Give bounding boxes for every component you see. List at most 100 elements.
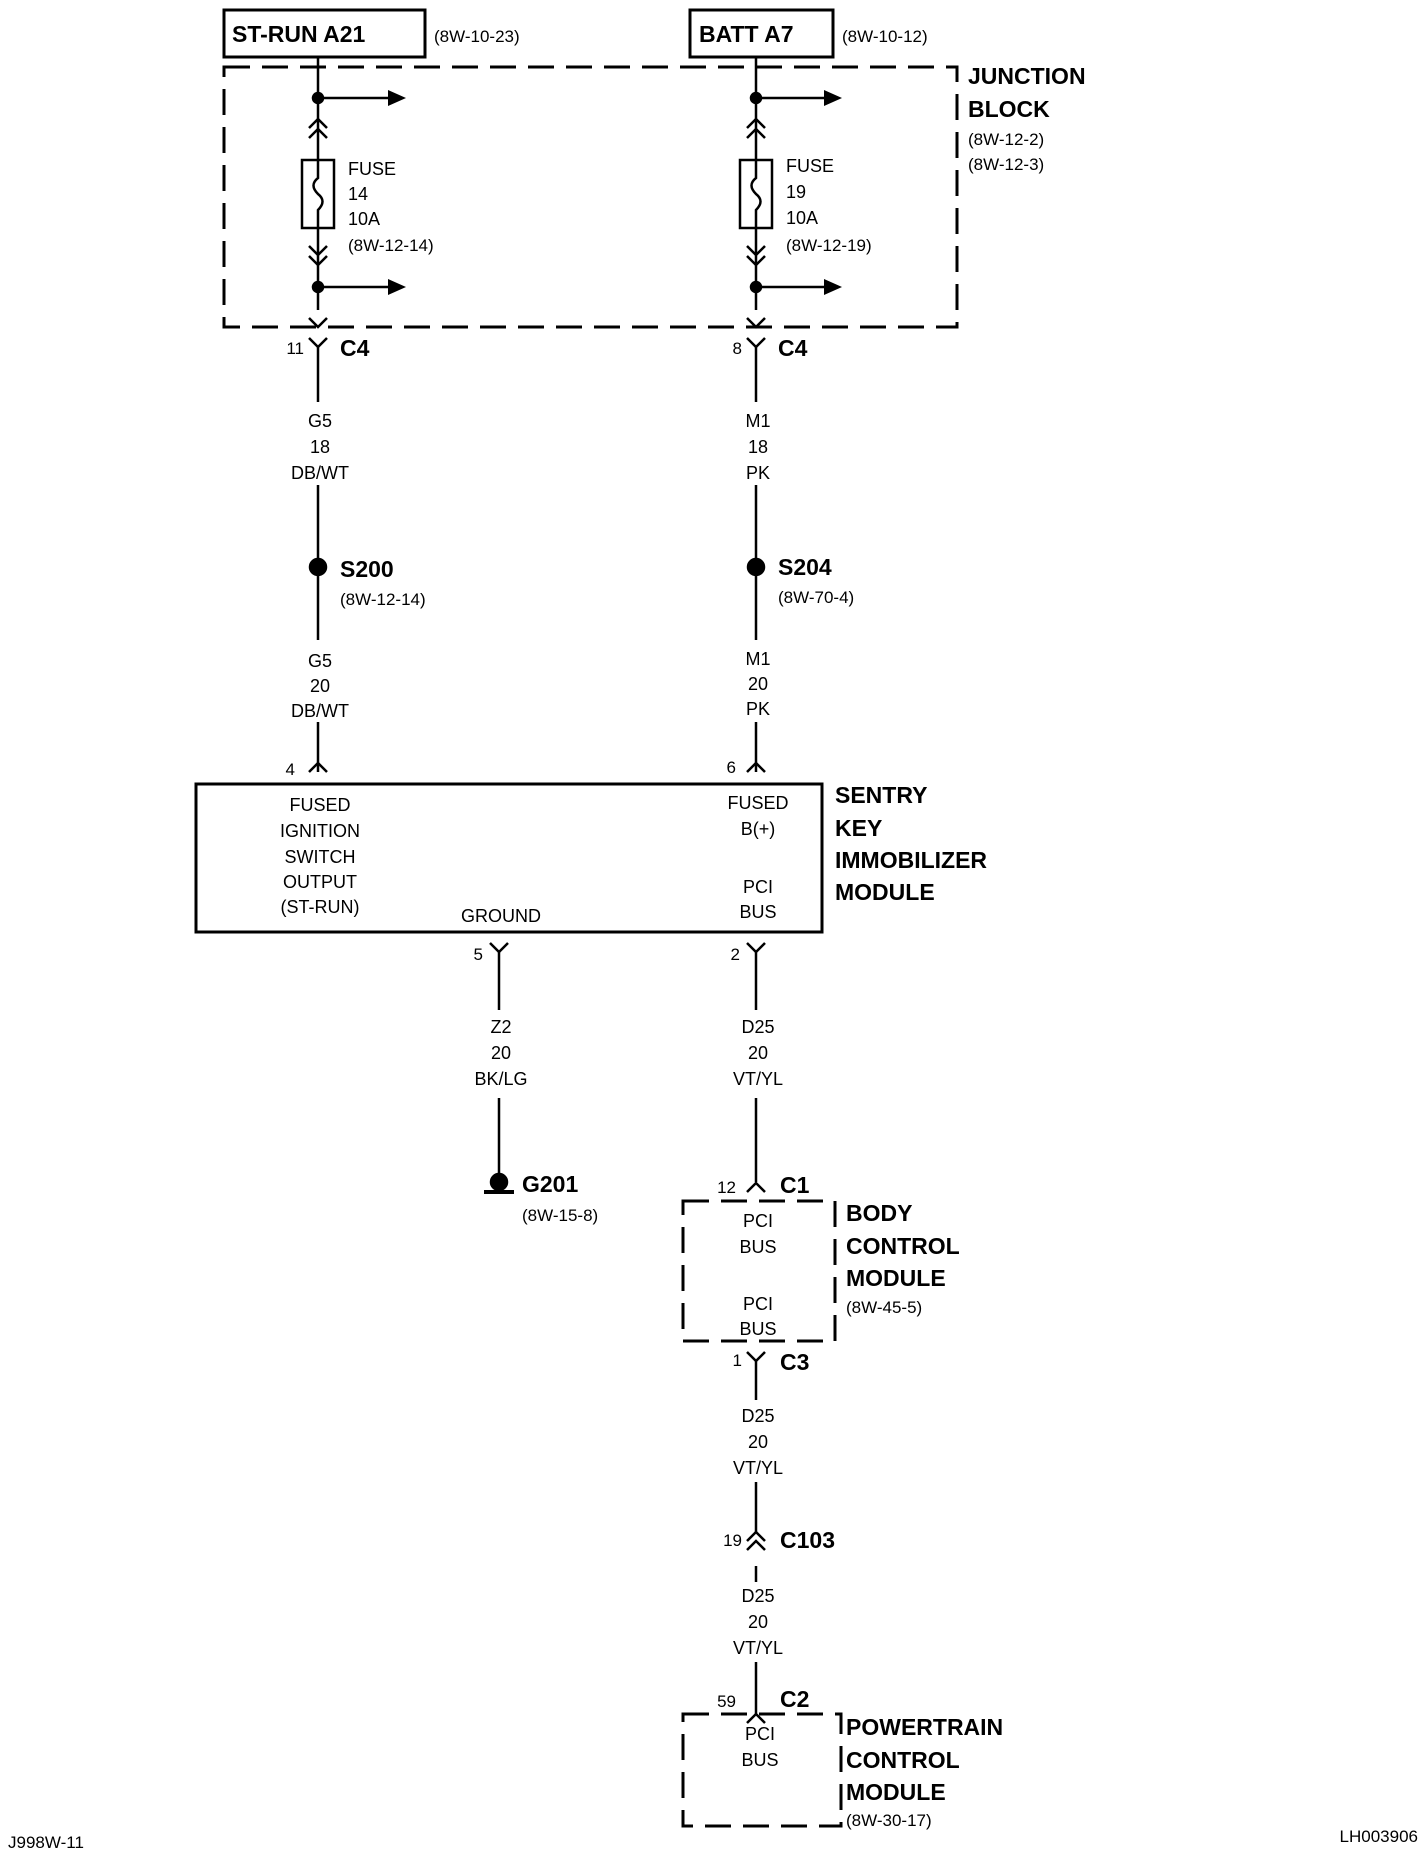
bcm-pin-12: 12 bbox=[717, 1178, 736, 1197]
splice-s200-dot bbox=[308, 557, 328, 577]
wire-m1-18-circuit: M1 bbox=[745, 411, 770, 431]
bcm-name-2: CONTROL bbox=[846, 1233, 960, 1259]
ground-g201-name: G201 bbox=[522, 1171, 578, 1197]
wire-g5-20-gauge: 20 bbox=[310, 676, 330, 696]
c103-pin: 19 bbox=[723, 1531, 742, 1550]
wire-d25-b-gauge: 20 bbox=[748, 1432, 768, 1452]
skim-fis-5: (ST-RUN) bbox=[281, 897, 360, 917]
wire-g5-18-color: DB/WT bbox=[291, 463, 349, 483]
wire-m1-20-gauge: 20 bbox=[748, 674, 768, 694]
skim-pci-2: BUS bbox=[739, 902, 776, 922]
c4-left-name: C4 bbox=[340, 335, 370, 361]
pcm-outline bbox=[681, 1712, 843, 1828]
arrow-icon bbox=[824, 90, 842, 106]
c103-name: C103 bbox=[780, 1527, 835, 1553]
batt-a7-label: BATT A7 bbox=[699, 21, 794, 47]
skim-name-2: KEY bbox=[835, 815, 882, 841]
st-run-source-box bbox=[222, 8, 427, 59]
arrow-icon bbox=[388, 279, 406, 295]
wire-z2-color: BK/LG bbox=[474, 1069, 527, 1089]
bcm-pci-a-1: PCI bbox=[743, 1211, 773, 1231]
wire-m1-18-gauge: 18 bbox=[748, 437, 768, 457]
bcm-pin-1: 1 bbox=[733, 1351, 742, 1370]
junction-block-title-2: BLOCK bbox=[968, 96, 1050, 122]
wire-d25-c-circuit: D25 bbox=[741, 1586, 774, 1606]
skim-module-box bbox=[194, 782, 824, 934]
wire-d25-c-color: VT/YL bbox=[733, 1638, 783, 1658]
skim-pin-4: 4 bbox=[286, 760, 295, 779]
arrow-icon bbox=[824, 279, 842, 295]
fuse-14-label-3: 10A bbox=[348, 209, 380, 229]
fuse-19-label-3: 10A bbox=[786, 208, 818, 228]
wire-g5-20-circuit: G5 bbox=[308, 651, 332, 671]
wire-g5-18-circuit: G5 bbox=[308, 411, 332, 431]
bcm-ref: (8W-45-5) bbox=[846, 1298, 922, 1317]
fuse-14-label-1: FUSE bbox=[348, 159, 396, 179]
bcm-conn-c1: C1 bbox=[780, 1172, 810, 1198]
wire-d25-c-gauge: 20 bbox=[748, 1612, 768, 1632]
skim-pci-1: PCI bbox=[743, 877, 773, 897]
c4-left-pin: 11 bbox=[286, 339, 304, 358]
bcm-pci-b-1: PCI bbox=[743, 1294, 773, 1314]
wire-g5-18-gauge: 18 bbox=[310, 437, 330, 457]
c4-right-name: C4 bbox=[778, 335, 808, 361]
splice-s204-name: S204 bbox=[778, 554, 832, 580]
batt-source-box bbox=[688, 8, 835, 59]
junction-block-title-1: JUNCTION bbox=[968, 63, 1086, 89]
wire-d25-b-circuit: D25 bbox=[741, 1406, 774, 1426]
skim-fis-2: IGNITION bbox=[280, 821, 360, 841]
c4-right-pin: 8 bbox=[733, 339, 742, 358]
wire-d25-a-gauge: 20 bbox=[748, 1043, 768, 1063]
splice-s200-ref: (8W-12-14) bbox=[340, 590, 426, 609]
fuse-19-label-2: 19 bbox=[786, 182, 806, 202]
pcm-pci-2: BUS bbox=[741, 1750, 778, 1770]
pcm-pci-1: PCI bbox=[745, 1724, 775, 1744]
pcm-name-1: POWERTRAIN bbox=[846, 1714, 1003, 1740]
footer-left-code: J998W-11 bbox=[8, 1833, 84, 1852]
batt-ref: (8W-10-12) bbox=[842, 27, 928, 46]
wire-m1-18-color: PK bbox=[746, 463, 770, 483]
skim-fused-b-2: B(+) bbox=[741, 819, 776, 839]
wire-m1-20-circuit: M1 bbox=[745, 649, 770, 669]
wire-z2-circuit: Z2 bbox=[490, 1017, 511, 1037]
wire-g5-20-color: DB/WT bbox=[291, 701, 349, 721]
wire-d25-a-circuit: D25 bbox=[741, 1017, 774, 1037]
junction-block-outline bbox=[222, 65, 959, 329]
junction-block-ref-1: (8W-12-2) bbox=[968, 130, 1044, 149]
fuse-19-label-4: (8W-12-19) bbox=[786, 236, 872, 255]
bcm-name-1: BODY bbox=[846, 1200, 912, 1226]
pcm-name-2: CONTROL bbox=[846, 1747, 960, 1773]
skim-pin-2: 2 bbox=[731, 945, 740, 964]
arrow-icon bbox=[388, 90, 406, 106]
bcm-outline bbox=[681, 1199, 837, 1343]
footer-right-code: LH003906 bbox=[1340, 1827, 1418, 1846]
bcm-pci-b-2: BUS bbox=[739, 1319, 776, 1339]
wire-m1-20-color: PK bbox=[746, 699, 770, 719]
junction-block-ref-2: (8W-12-3) bbox=[968, 155, 1044, 174]
bcm-name-3: MODULE bbox=[846, 1265, 946, 1291]
fuse-14-label-4: (8W-12-14) bbox=[348, 236, 434, 255]
skim-name-4: MODULE bbox=[835, 879, 935, 905]
bcm-conn-c3: C3 bbox=[780, 1349, 809, 1375]
ground-g201-ref: (8W-15-8) bbox=[522, 1206, 598, 1225]
wire-d25-a-color: VT/YL bbox=[733, 1069, 783, 1089]
fuse-14-label-2: 14 bbox=[348, 184, 368, 204]
skim-pin-6: 6 bbox=[727, 758, 736, 777]
fuse-19-label-1: FUSE bbox=[786, 156, 834, 176]
bcm-pci-a-2: BUS bbox=[739, 1237, 776, 1257]
skim-ground-label: GROUND bbox=[461, 906, 541, 926]
skim-name-3: IMMOBILIZER bbox=[835, 847, 987, 873]
pcm-name-3: MODULE bbox=[846, 1779, 946, 1805]
pcm-ref: (8W-30-17) bbox=[846, 1811, 932, 1830]
wire-d25-b-color: VT/YL bbox=[733, 1458, 783, 1478]
pcm-conn-c2: C2 bbox=[780, 1686, 809, 1712]
skim-fused-b-1: FUSED bbox=[727, 793, 788, 813]
skim-fis-1: FUSED bbox=[289, 795, 350, 815]
skim-name-1: SENTRY bbox=[835, 782, 927, 808]
ground-g201-dot bbox=[489, 1172, 509, 1192]
st-run-ref: (8W-10-23) bbox=[434, 27, 520, 46]
skim-fis-4: OUTPUT bbox=[283, 872, 357, 892]
pcm-pin-59: 59 bbox=[717, 1692, 736, 1711]
splice-s204-dot bbox=[746, 557, 766, 577]
